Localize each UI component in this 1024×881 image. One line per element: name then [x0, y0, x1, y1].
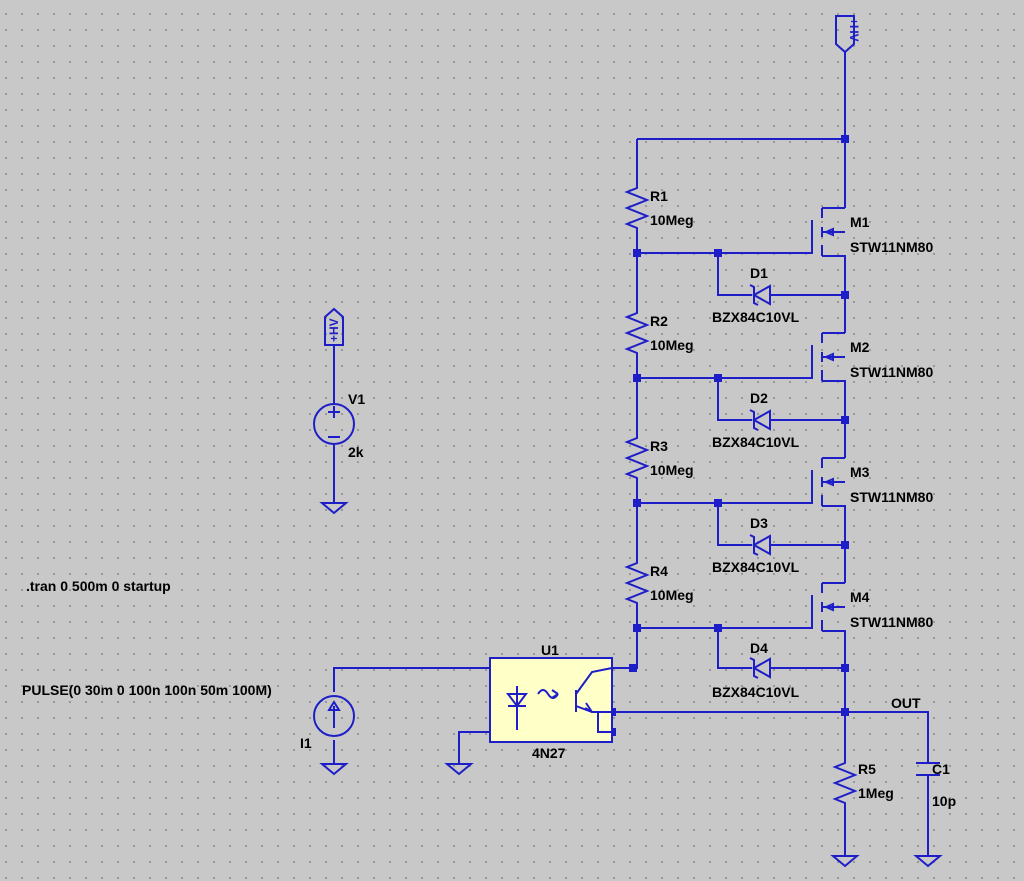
- resistor-r2[interactable]: R2 10Meg: [624, 305, 694, 357]
- zener-d4[interactable]: D4 BZX84C10VL: [712, 640, 800, 700]
- i1-value: PULSE(0 30m 0 100n 100n 50m 100M): [22, 682, 272, 698]
- m2-ref: M2: [850, 339, 870, 355]
- i1-ref: I1: [300, 735, 312, 751]
- m3-value: STW11NM80: [850, 489, 933, 505]
- d2-value: BZX84C10VL: [712, 434, 800, 450]
- zener-d1[interactable]: D1 BZX84C10VL: [712, 265, 800, 325]
- d1-ref: D1: [750, 265, 768, 281]
- ground-symbols: [319, 502, 943, 868]
- m2-value: STW11NM80: [850, 364, 933, 380]
- r3-ref: R3: [650, 438, 668, 454]
- r5-ref: R5: [858, 761, 876, 777]
- net-label-out[interactable]: OUT: [891, 695, 921, 711]
- v1-value: 2k: [348, 444, 364, 460]
- m4-ref: M4: [850, 589, 870, 605]
- c1-value: 10p: [932, 793, 956, 809]
- r4-value: 10Meg: [650, 587, 694, 603]
- ground-icon: [444, 763, 474, 776]
- mosfet-m2[interactable]: M2 STW11NM80: [811, 332, 933, 383]
- resistor-r1[interactable]: R1 10Meg: [624, 180, 694, 232]
- zener-d2[interactable]: D2 BZX84C10VL: [712, 390, 800, 450]
- ground-icon: [319, 763, 349, 776]
- voltage-source-v1[interactable]: V1 2k: [313, 391, 365, 460]
- v1-ref: V1: [348, 391, 365, 407]
- resistor-r4[interactable]: R4 10Meg: [624, 555, 694, 607]
- r5-value: 1Meg: [858, 785, 894, 801]
- ground-icon: [319, 502, 349, 515]
- r2-ref: R2: [650, 313, 668, 329]
- d3-ref: D3: [750, 515, 768, 531]
- m3-ref: M3: [850, 464, 870, 480]
- m1-value: STW11NM80: [850, 239, 933, 255]
- resistor-r3[interactable]: R3 10Meg: [624, 430, 694, 482]
- d1-value: BZX84C10VL: [712, 309, 800, 325]
- d3-value: BZX84C10VL: [712, 559, 800, 575]
- current-source-i1[interactable]: PULSE(0 30m 0 100n 100n 50m 100M) I1: [22, 682, 355, 751]
- spice-directive[interactable]: .tran 0 500m 0 startup: [26, 578, 171, 594]
- d2-ref: D2: [750, 390, 768, 406]
- r4-ref: R4: [650, 563, 668, 579]
- wires: [333, 52, 929, 856]
- r2-value: 10Meg: [650, 337, 694, 353]
- ground-icon: [913, 855, 943, 868]
- ground-icon: [830, 855, 860, 868]
- mosfet-m4[interactable]: M4 STW11NM80: [811, 582, 933, 633]
- m4-value: STW11NM80: [850, 614, 933, 630]
- r1-value: 10Meg: [650, 212, 694, 228]
- hv-flag-v1-label: +HV: [327, 318, 341, 342]
- r3-value: 10Meg: [650, 462, 694, 478]
- zener-d3[interactable]: D3 BZX84C10VL: [712, 515, 800, 575]
- capacitor-c1[interactable]: C1 10p: [916, 761, 956, 809]
- mosfet-m1[interactable]: M1 STW11NM80: [811, 207, 933, 258]
- hv-flag-top-label: +HV: [847, 18, 861, 42]
- u1-ref: U1: [541, 642, 559, 658]
- hv-flag-top[interactable]: +HV: [835, 15, 861, 54]
- d4-value: BZX84C10VL: [712, 684, 800, 700]
- optocoupler-u1[interactable]: U1 4N27: [489, 642, 613, 761]
- resistor-r5[interactable]: R5 1Meg: [832, 755, 894, 807]
- mosfet-m3[interactable]: M3 STW11NM80: [811, 457, 933, 508]
- m1-ref: M1: [850, 214, 870, 230]
- u1-value: 4N27: [532, 745, 566, 761]
- d4-ref: D4: [750, 640, 768, 656]
- hv-flag-v1[interactable]: +HV: [324, 307, 344, 346]
- c1-ref: C1: [932, 761, 950, 777]
- r1-ref: R1: [650, 188, 668, 204]
